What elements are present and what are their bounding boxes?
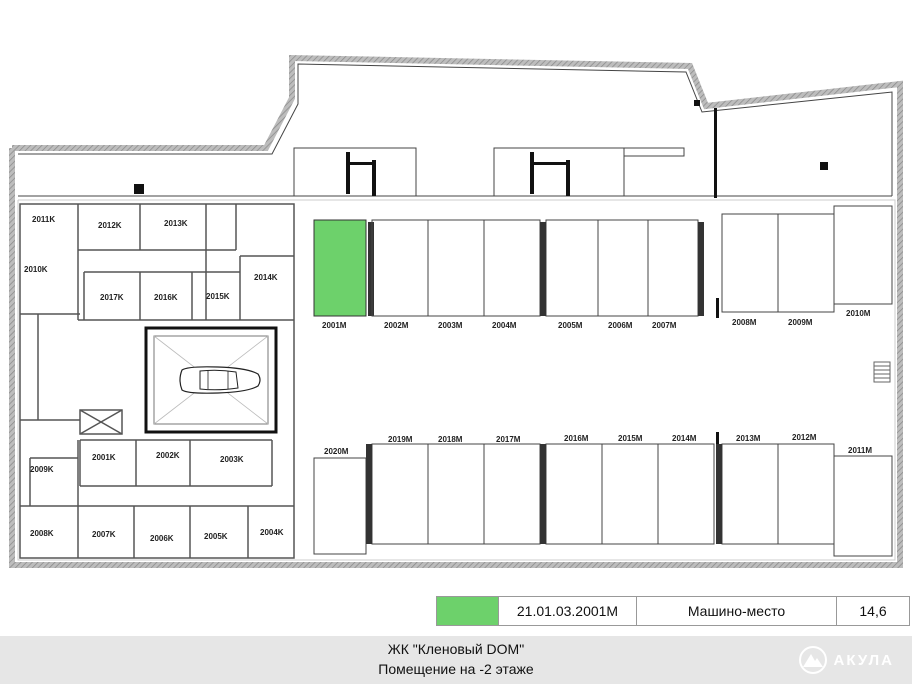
room-label: 2012K bbox=[98, 221, 122, 230]
spot-label: 2009M bbox=[788, 318, 813, 327]
footer: ЖК "Кленовый DOM" Помещение на -2 этаже … bbox=[0, 636, 912, 684]
car-lift bbox=[144, 326, 278, 434]
spot-label: 2018M bbox=[438, 435, 463, 444]
parking-row-top bbox=[313, 205, 893, 317]
car-icon bbox=[179, 366, 261, 394]
spot-label: 2016M bbox=[564, 434, 589, 443]
room-label: 2001K bbox=[92, 453, 116, 462]
spot-label: 2012M bbox=[792, 433, 817, 442]
brand-logo: АКУЛА bbox=[798, 644, 894, 676]
room-label: 2009K bbox=[30, 465, 54, 474]
upper-zone bbox=[18, 63, 893, 197]
legend-type: Машино-место bbox=[637, 597, 837, 625]
project-title: ЖК "Кленовый DOM" bbox=[387, 641, 525, 657]
spot-label: 2001M bbox=[322, 321, 347, 330]
room-label: 2003K bbox=[220, 455, 244, 464]
spot-label: 2010M bbox=[846, 309, 871, 318]
parking-row-bottom bbox=[313, 443, 893, 557]
spot-label: 2005M bbox=[558, 321, 583, 330]
room-label: 2008K bbox=[30, 529, 54, 538]
storage-labels: 2011K 2012K 2013K 2010K 2014K 2017K 2016… bbox=[24, 215, 284, 543]
room-label: 2014K bbox=[254, 273, 278, 282]
room-label: 2006K bbox=[150, 534, 174, 543]
spot-label: 2013M bbox=[736, 434, 761, 443]
room-label: 2013K bbox=[164, 219, 188, 228]
parking-labels-top: 2001M 2002M 2003M 2004M 2005M 2006M 2007… bbox=[322, 309, 871, 330]
logo-text: АКУЛА bbox=[833, 651, 894, 669]
outer-walls bbox=[9, 54, 903, 568]
legend-swatch bbox=[437, 597, 499, 625]
parking-spot-highlight[interactable] bbox=[313, 219, 367, 317]
room-label: 2011K bbox=[32, 215, 55, 224]
room-label: 2007K bbox=[92, 530, 116, 539]
room-label: 2016K bbox=[154, 293, 178, 302]
parking-labels-bottom: 2020M 2019M 2018M 2017M 2016M 2015M 2014… bbox=[324, 433, 872, 456]
stair bbox=[873, 361, 891, 383]
room-label: 2015K bbox=[206, 292, 230, 301]
room-label: 2004K bbox=[260, 528, 284, 537]
spot-label: 2020M bbox=[324, 447, 349, 456]
spot-label: 2015M bbox=[618, 434, 643, 443]
room-label: 2017K bbox=[100, 293, 124, 302]
shark-logo-icon bbox=[798, 646, 827, 674]
room-label: 2005K bbox=[204, 532, 228, 541]
floor-subtitle: Помещение на -2 этаже bbox=[378, 661, 534, 677]
parking-dividers bbox=[366, 444, 722, 544]
spot-label: 2014M bbox=[672, 434, 697, 443]
spot-label: 2003M bbox=[438, 321, 463, 330]
spot-label: 2019M bbox=[388, 435, 413, 444]
spot-label: 2011M bbox=[848, 446, 872, 455]
spot-label: 2017M bbox=[496, 435, 521, 444]
spot-label: 2007M bbox=[652, 321, 677, 330]
structural-walls bbox=[134, 100, 828, 452]
room-label: 2010K bbox=[24, 265, 48, 274]
legend-area: 14,6 bbox=[859, 603, 887, 619]
room-label: 2002K bbox=[156, 451, 180, 460]
legend-row: 21.01.03.2001M Машино-место 14,6 bbox=[436, 596, 910, 626]
storage-zone bbox=[19, 203, 295, 559]
floor-plan: 2011K 2012K 2013K 2010K 2014K 2017K 2016… bbox=[9, 54, 903, 568]
spot-label: 2004M bbox=[492, 321, 517, 330]
spot-label: 2008M bbox=[732, 318, 757, 327]
legend-code: 21.01.03.2001M bbox=[499, 597, 637, 625]
spot-label: 2002M bbox=[384, 321, 409, 330]
spot-label: 2006M bbox=[608, 321, 633, 330]
